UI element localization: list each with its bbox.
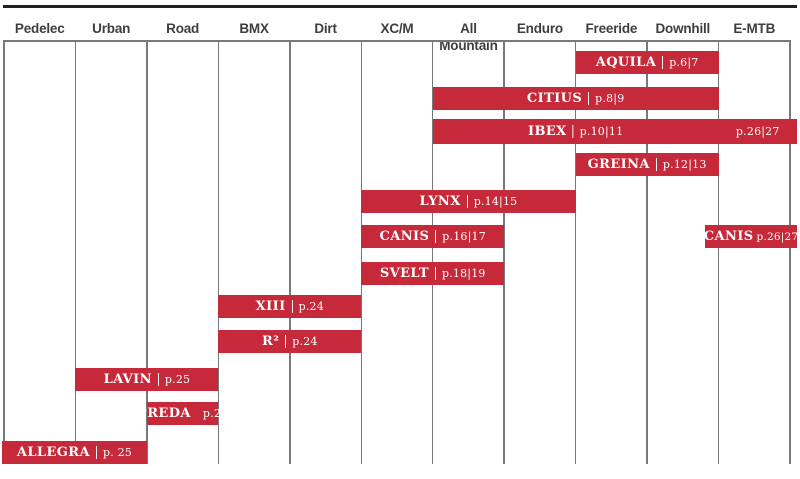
column-header-downhill: Downhill	[655, 21, 711, 36]
bar-separator	[435, 230, 437, 243]
bar-pages: p.16|17	[442, 230, 486, 243]
chart-bar-preda: PREDA p.25	[137, 402, 228, 425]
bar-name: CANIS	[703, 229, 754, 244]
bar-separator	[655, 158, 657, 171]
column-header-xc-m: XC/M	[380, 21, 414, 36]
chart-bar-allegra: ALLEGRA p. 25	[2, 441, 147, 464]
bar-separator	[285, 335, 287, 348]
chart-bar-lynx: LYNX p.14|15	[361, 190, 576, 213]
bar-separator	[291, 300, 293, 313]
bar-separator	[95, 446, 97, 459]
bar-pages: p.8|9	[595, 92, 625, 105]
bar-pages: p.25	[164, 373, 191, 386]
bar-name: LAVIN	[103, 372, 152, 387]
column-line-0	[3, 40, 5, 464]
column-header-all-mountain: All Mountain	[439, 21, 498, 53]
bar-pages: p.26|27	[756, 230, 799, 243]
column-line-1	[74, 40, 77, 464]
bar-name: PREDA	[137, 406, 191, 421]
top-rule	[3, 5, 797, 8]
column-header-road: Road	[166, 21, 200, 36]
bar-pages: p. 25	[102, 446, 133, 459]
column-line-9	[646, 40, 648, 464]
column-header-freeride: Freeride	[585, 21, 638, 36]
column-line-7	[503, 40, 505, 464]
column-line-8	[574, 40, 577, 464]
bar-pages: p.25	[202, 407, 229, 420]
bar-pages: p.6|7	[669, 56, 699, 69]
bar-pages: p.12|13	[662, 158, 707, 171]
column-line-5	[360, 40, 363, 464]
column-line-4	[289, 40, 291, 464]
column-line-2	[146, 40, 148, 464]
chart-bar-canis: CANIS p.16|17	[361, 225, 505, 248]
column-line-11	[789, 40, 791, 464]
column-header-pedelec: Pedelec	[14, 21, 65, 36]
bar-separator	[157, 373, 159, 386]
bar-name: GREINA	[587, 157, 650, 172]
bar-name: CANIS	[379, 229, 430, 244]
bar-separator	[662, 56, 664, 69]
bar-main-label-group: IBEX p.10|11	[528, 119, 623, 144]
bar-pages: p.24	[298, 300, 324, 313]
chart-bar-aquila: AQUILA p.6|7	[575, 51, 719, 74]
column-header-urban: Urban	[92, 21, 131, 36]
bar-name: IBEX	[527, 124, 567, 139]
chart-bar-r2: R² p.24	[218, 330, 362, 353]
bar-pages: p.10|11	[579, 125, 624, 138]
bar-name: LYNX	[419, 194, 461, 209]
bar-name: XIII	[255, 299, 286, 314]
chart-bar-citius: CITIUS p.8|9	[432, 87, 719, 110]
header-underline	[4, 40, 790, 42]
bar-separator	[588, 92, 590, 105]
bar-name: R²	[261, 334, 280, 349]
bar-separator	[466, 195, 468, 208]
bar-name: ALLEGRA	[16, 445, 90, 460]
column-line-6	[431, 40, 434, 464]
column-header-e-mtb: E-MTB	[733, 21, 776, 36]
bar-extra-pages-group: p.26|27	[736, 119, 780, 144]
chart-bar-svelt: SVELT p.18|19	[361, 262, 505, 285]
chart-bar-ibex: IBEX p.10|11 p.26|27	[432, 119, 797, 144]
bar-name: AQUILA	[595, 55, 657, 70]
column-line-3	[217, 40, 220, 464]
chart-bar-xiii: XIII p.24	[218, 295, 362, 318]
column-header-enduro: Enduro	[516, 21, 563, 36]
column-header-dirt: Dirt	[314, 21, 337, 36]
bar-name: SVELT	[379, 266, 429, 281]
bar-separator	[434, 267, 436, 280]
chart-bar-lavin: LAVIN p.25	[75, 368, 219, 391]
column-line-10	[717, 40, 720, 464]
bar-name: CITIUS	[526, 91, 583, 106]
column-header-bmx: BMX	[239, 21, 269, 36]
bar-pages: p.14|15	[473, 195, 518, 208]
bar-separator	[572, 125, 574, 138]
bar-pages: p.24	[292, 335, 318, 348]
bar-extra-pages: p.26|27	[735, 125, 780, 138]
bar-pages: p.18|19	[441, 267, 486, 280]
chart-bar-greina: GREINA p.12|13	[575, 153, 719, 176]
